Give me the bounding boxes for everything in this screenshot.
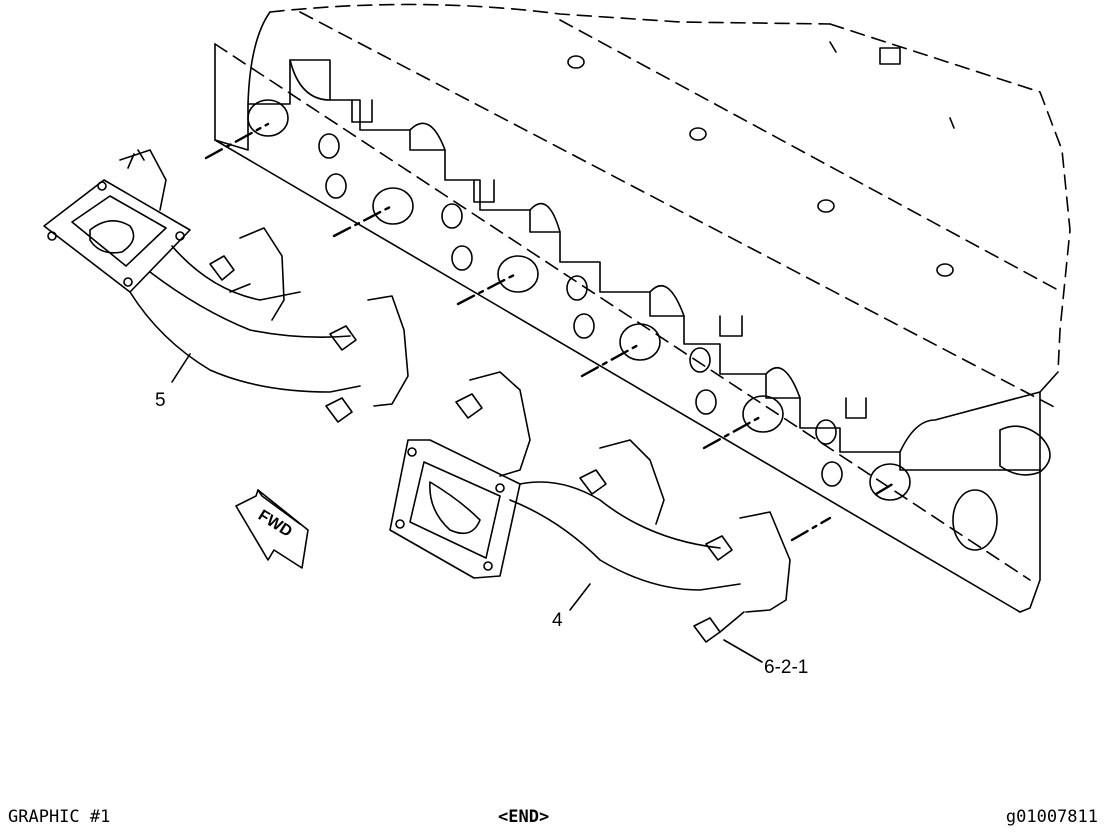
- cylinder-head-phantom: [214, 3, 1071, 581]
- graphic-id: g01007811: [1005, 807, 1098, 827]
- callout-part-5: 5: [155, 390, 166, 411]
- callout-part-6-2-1: 6-2-1: [764, 657, 809, 678]
- fwd-arrow-label: FWD: [255, 507, 295, 541]
- graphic-number-label: GRAPHIC #1: [8, 807, 111, 827]
- head-port-holes: [247, 55, 998, 551]
- callout-part-4: 4: [552, 610, 563, 631]
- fwd-arrow: [235, 489, 309, 569]
- alignment-lines: [204, 122, 898, 542]
- end-marker: <END>: [498, 807, 550, 827]
- exhaust-manifold-4: [389, 371, 791, 663]
- exhaust-manifold-illustration: FWD: [43, 3, 1071, 663]
- cylinder-head-block: [214, 11, 1059, 613]
- exhaust-manifold-5: [43, 149, 409, 423]
